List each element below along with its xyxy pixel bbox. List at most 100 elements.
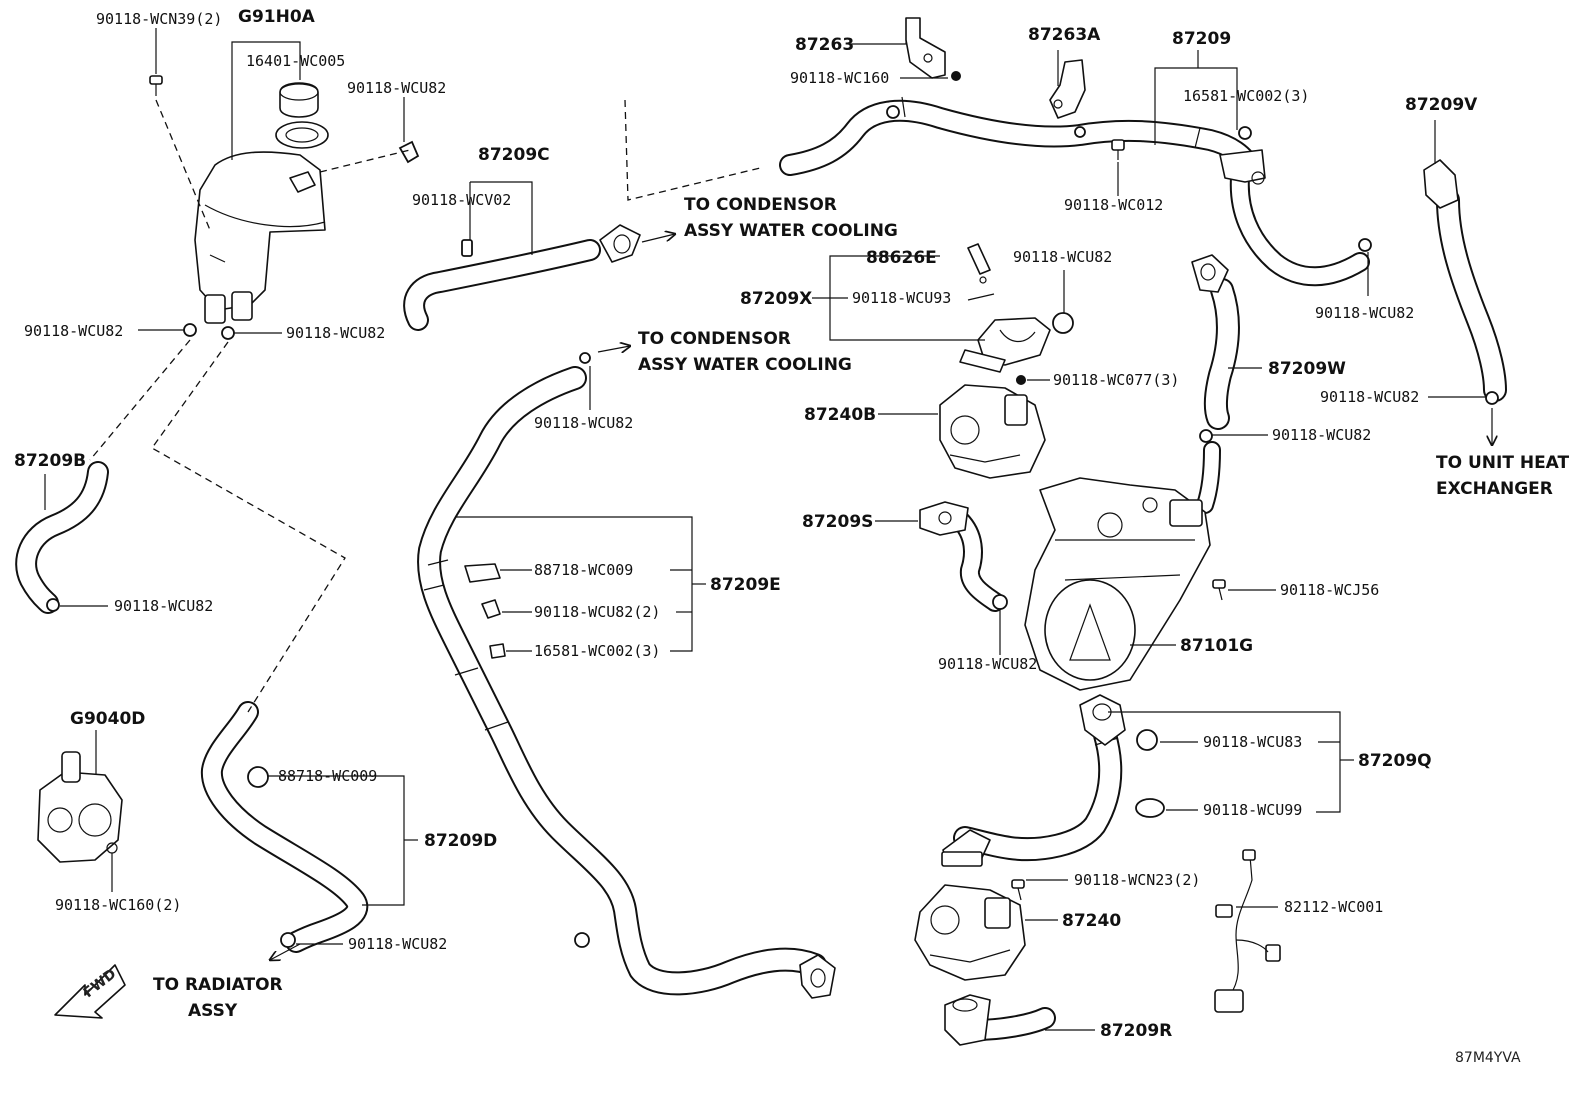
label-87263a: 87263A — [1028, 25, 1101, 45]
connector-87209w-end — [1191, 254, 1229, 293]
label-90118-wcu82-s: 90118-WCU82 — [938, 655, 1037, 673]
bracket-87263 — [905, 17, 961, 81]
bolt-wcj56 — [1212, 579, 1226, 601]
label-90118-wcu82-w: 90118-WCU82 — [1272, 426, 1371, 444]
label-87209s: 87209S — [802, 512, 873, 532]
label-g91h0a: G91H0A — [238, 7, 316, 27]
assy-87209x — [959, 317, 1051, 373]
label-90118-wcu82-2: 90118-WCU82(2) — [534, 603, 660, 621]
hose-87209w — [1203, 278, 1240, 430]
label-90118-wc012: 90118-WC012 — [1064, 196, 1163, 214]
clamps — [46, 105, 1499, 948]
label-90118-wc160: 90118-WC160 — [790, 69, 889, 87]
direction-arrows — [270, 234, 1492, 960]
label-87209q: 87209Q — [1358, 751, 1432, 771]
label-82112-wc001: 82112-WC001 — [1284, 898, 1383, 916]
pipe-87101g-outlet — [1196, 441, 1221, 514]
label-to-radiator-line1: TO RADIATOR — [153, 975, 283, 995]
label-to-radiator-line2: ASSY — [188, 1001, 238, 1021]
label-90118-wcu83: 90118-WCU83 — [1203, 733, 1302, 751]
label-90118-wcu82-tank-right: 90118-WCU82 — [286, 324, 385, 342]
label-87209: 87209 — [1172, 29, 1231, 49]
label-90118-wcu99: 90118-WCU99 — [1203, 801, 1302, 819]
label-g9040d: G9040D — [70, 709, 145, 729]
valve-87240 — [914, 884, 1026, 981]
footer-code: 87M4YVA — [1455, 1050, 1521, 1066]
label-90118-wcu82-right: 90118-WCU82 — [1315, 304, 1414, 322]
clip-16581-wc002-e — [489, 643, 506, 659]
label-88718-wc009-d: 88718-WC009 — [278, 767, 377, 785]
label-88626e: 88626E — [866, 248, 937, 268]
label-87240b: 87240B — [804, 405, 876, 425]
label-87101g: 87101G — [1180, 636, 1253, 656]
connector-87209q-bottom — [941, 829, 991, 867]
nut-wc160 — [951, 71, 961, 81]
connector-87209s — [919, 501, 969, 536]
screw-wcn39 — [149, 75, 163, 96]
label-16581-wc002-top: 16581-WC002(3) — [1183, 87, 1309, 105]
label-to-condensor-2-line1: TO CONDENSOR — [638, 329, 791, 349]
label-to-condensor-1-line1: TO CONDENSOR — [684, 195, 837, 215]
harness-82112 — [1214, 849, 1281, 1013]
fwd-arrow: FWD — [54, 964, 126, 1019]
bolt-wcn23 — [1011, 879, 1025, 901]
connector-87209r — [944, 994, 991, 1046]
label-to-unit-heat-line1: TO UNIT HEAT — [1436, 453, 1570, 473]
compressor-87101g — [1024, 477, 1211, 691]
hose-87209e — [417, 366, 827, 996]
part-labels: 90118-WCN39(2) G91H0A 16401-WC005 90118-… — [14, 7, 1570, 1066]
thermostat-g9040d — [37, 751, 123, 863]
label-87209c: 87209C — [478, 145, 550, 165]
label-87209e: 87209E — [710, 575, 781, 595]
label-90118-wc160-2: 90118-WC160(2) — [55, 896, 181, 914]
label-to-condensor-2-line2: ASSY WATER COOLING — [638, 355, 852, 375]
label-90118-wcu82-x: 90118-WCU82 — [1013, 248, 1112, 266]
label-87209b: 87209B — [14, 451, 86, 471]
hose-87209v — [1436, 188, 1507, 402]
label-to-condensor-1-line2: ASSY WATER COOLING — [684, 221, 898, 241]
clamp-88718-wc009-e — [464, 563, 501, 583]
tank-outlet-left — [204, 294, 226, 324]
bracket-87263a — [1049, 59, 1086, 119]
label-to-unit-heat-line2: EXCHANGER — [1436, 479, 1553, 499]
hose-87209q — [953, 723, 1123, 862]
connector-87209v-end — [1423, 159, 1459, 209]
label-87209r: 87209R — [1100, 1021, 1172, 1041]
hose-87209b — [15, 461, 109, 614]
tank-filler-neck — [275, 121, 329, 149]
tank-nipple — [289, 171, 316, 193]
reservoir-tank — [194, 121, 329, 324]
connector-87209q-top — [1079, 694, 1126, 746]
bolt-wc012 — [1111, 139, 1125, 160]
label-16401-wc005: 16401-WC005 — [246, 52, 345, 70]
sensor-88626e — [967, 243, 991, 284]
hose-87209-branch — [1229, 168, 1370, 287]
hose-87209c — [403, 239, 601, 331]
hose-87209s — [950, 510, 1005, 612]
label-90118-wcu82-tank-left: 90118-WCU82 — [24, 322, 123, 340]
label-90118-wcu93: 90118-WCU93 — [852, 289, 951, 307]
label-16581-wc002-e: 16581-WC002(3) — [534, 642, 660, 660]
label-90118-wcu82-top: 90118-WCU82 — [347, 79, 446, 97]
label-90118-wcj56: 90118-WCJ56 — [1280, 581, 1379, 599]
connector-87209e-end — [799, 954, 836, 999]
label-88718-wc009-e: 88718-WC009 — [534, 561, 633, 579]
label-87209x: 87209X — [740, 289, 812, 309]
connector-87209-tee — [1219, 149, 1266, 185]
connector-87209c-end — [599, 224, 641, 263]
label-90118-wcu82-b: 90118-WCU82 — [114, 597, 213, 615]
dashed-assembly-lines — [89, 99, 761, 713]
label-90118-wcv02: 90118-WCV02 — [412, 191, 511, 209]
leader-lines — [44, 28, 1486, 1031]
label-90118-wcu82-mid: 90118-WCU82 — [534, 414, 633, 432]
label-90118-wcn23: 90118-WCN23(2) — [1074, 871, 1200, 889]
valve-87240b — [939, 384, 1046, 479]
label-90118-wcu82-d: 90118-WCU82 — [348, 935, 447, 953]
label-90118-wc077: 90118-WC077(3) — [1053, 371, 1179, 389]
label-87240: 87240 — [1062, 911, 1121, 931]
reservoir-cap — [279, 82, 319, 118]
hose-87209d — [200, 701, 369, 953]
label-87209v: 87209V — [1405, 95, 1478, 115]
